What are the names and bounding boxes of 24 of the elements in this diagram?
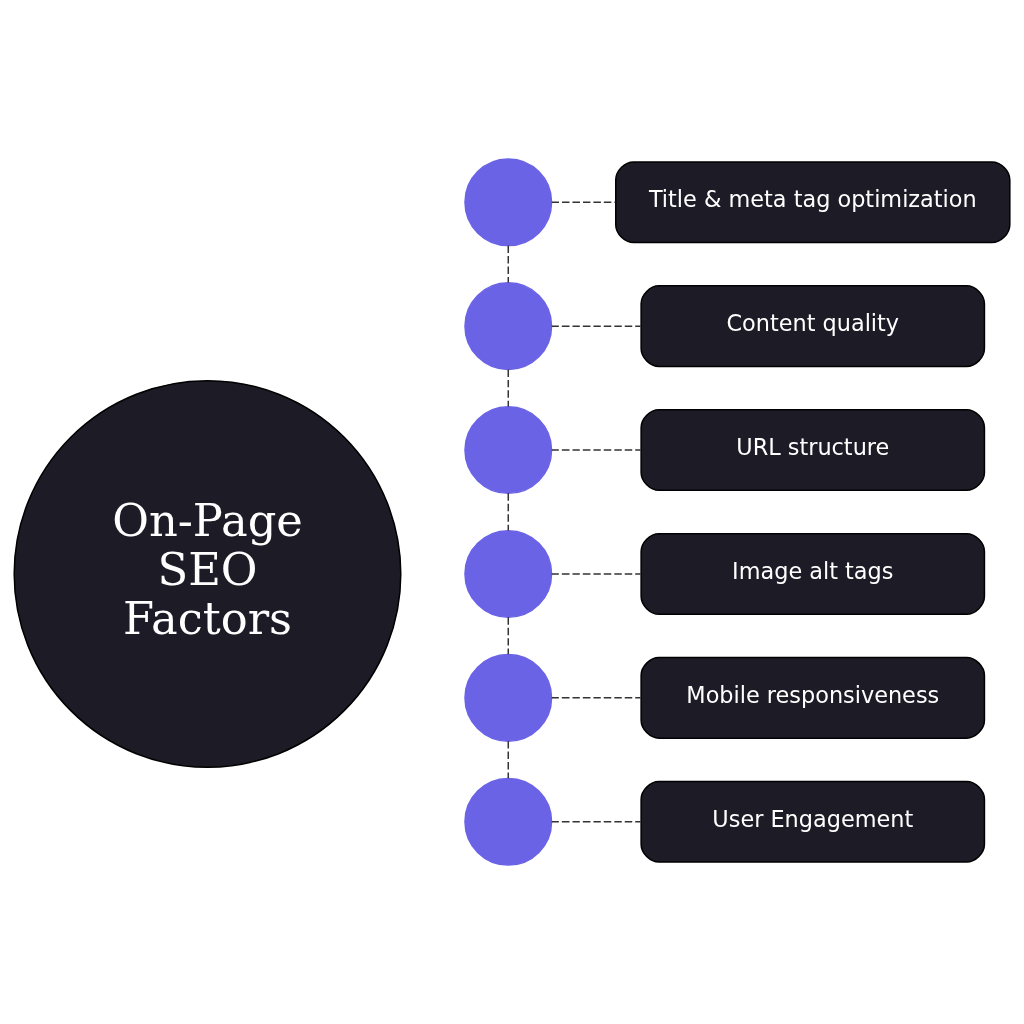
- node-circle: [464, 282, 553, 371]
- connector: [507, 244, 509, 284]
- node-circle: [464, 529, 553, 618]
- connector: [550, 821, 642, 823]
- node-box: Content quality: [640, 285, 986, 368]
- connector: [507, 492, 509, 532]
- node-box: Image alt tags: [640, 532, 986, 615]
- node-box: URL structure: [640, 409, 986, 492]
- node-circle: [464, 653, 553, 742]
- connector: [550, 201, 617, 203]
- connector: [507, 616, 509, 656]
- connector: [550, 697, 642, 699]
- node-box: Mobile responsiveness: [640, 656, 986, 739]
- connector: [550, 325, 642, 327]
- node-box: Title & meta tag optimization: [615, 161, 1011, 244]
- connector: [550, 573, 642, 575]
- node-circle: [464, 406, 553, 495]
- node-box: User Engagement: [640, 780, 986, 863]
- connector: [550, 449, 642, 451]
- node-circle: [464, 158, 553, 247]
- connector: [507, 368, 509, 408]
- node-circle: [464, 777, 553, 866]
- connector: [507, 740, 509, 779]
- node-circle: On-Page SEO Factors: [13, 379, 402, 768]
